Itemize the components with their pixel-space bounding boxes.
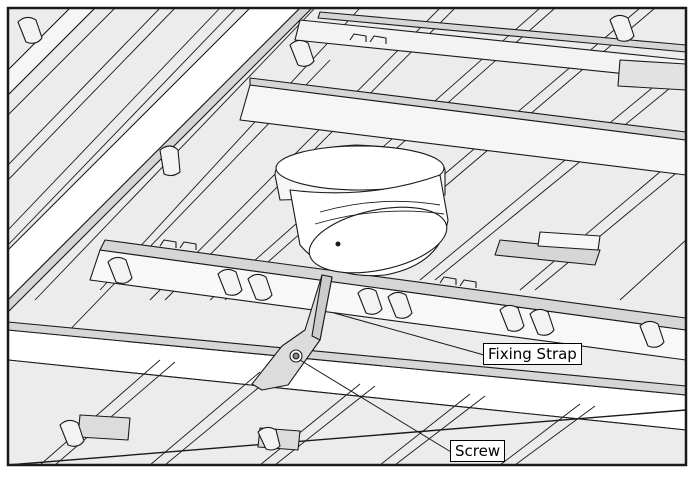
fixing-strap-leader bbox=[333, 312, 485, 356]
fixing-strap-label: Fixing Strap bbox=[483, 343, 582, 365]
flue-pipe bbox=[274, 144, 449, 277]
figure-frame bbox=[6, 6, 688, 467]
screw-label: Screw bbox=[450, 440, 506, 462]
fixing-strap bbox=[251, 274, 333, 391]
screw bbox=[289, 349, 303, 363]
purlin-clips bbox=[17, 14, 665, 451]
screw-leader bbox=[299, 359, 452, 453]
